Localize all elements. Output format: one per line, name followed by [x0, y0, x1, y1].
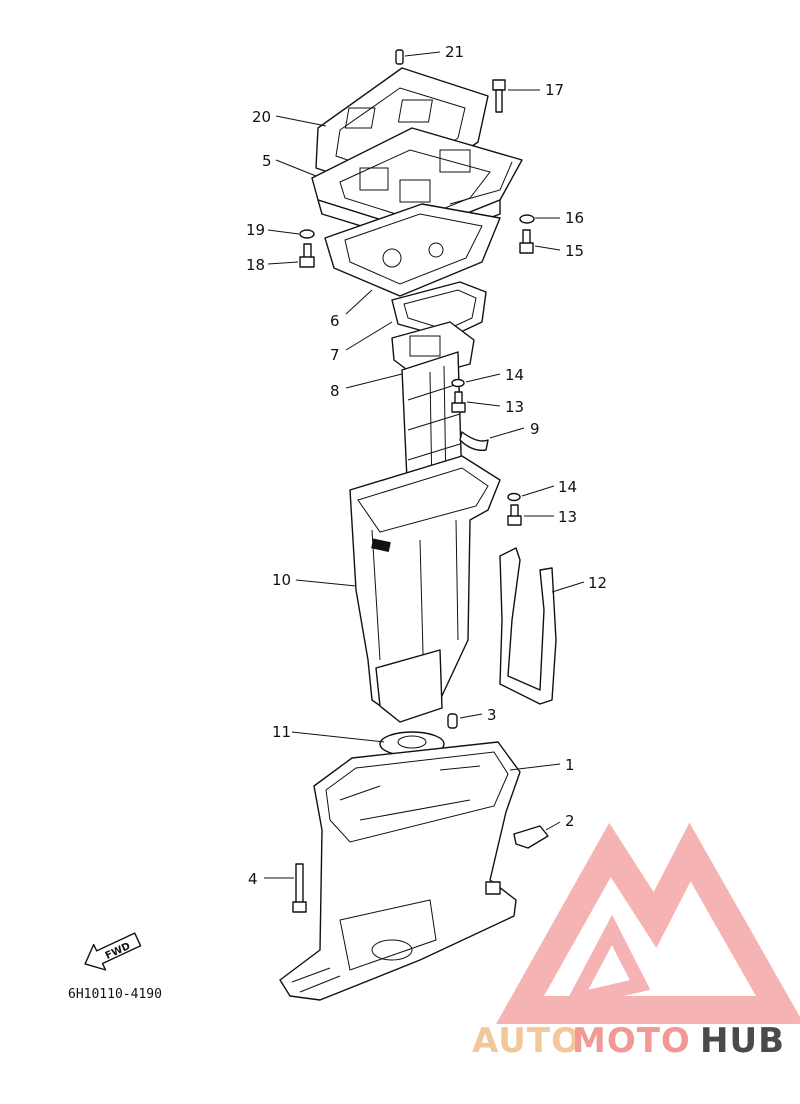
part-15-bolt [519, 229, 534, 254]
part-6-gasket [324, 203, 501, 297]
leader-lines [264, 51, 585, 879]
part-14-washer-lower [507, 492, 521, 502]
callout-14-upper: 14 [505, 366, 524, 384]
part-9-clip [459, 431, 489, 451]
callout-13-upper: 13 [505, 398, 524, 416]
part-3-dowel [447, 713, 458, 729]
part-14-washer-upper [451, 378, 465, 388]
callout-3: 3 [487, 706, 497, 724]
callout-20: 20 [252, 108, 271, 126]
watermark-word-part2: MOTO [572, 1021, 691, 1061]
part-2-cap [513, 825, 549, 849]
callout-labels: 21 17 20 5 16 19 15 18 6 7 8 14 13 9 14 … [246, 43, 607, 888]
watermark-wordmark: AUTO MOTO HUB [472, 1021, 785, 1061]
part-13-bolt-lower [507, 504, 522, 526]
callout-19: 19 [246, 221, 265, 239]
diagram-code: 6H10110-4190 [68, 987, 162, 1002]
callout-9: 9 [530, 420, 540, 438]
watermark-word-part3: HUB [700, 1021, 785, 1061]
callout-1: 1 [565, 756, 575, 774]
callout-5: 5 [262, 152, 272, 170]
callout-10: 10 [272, 571, 291, 589]
part-16-washer [519, 214, 535, 224]
callout-15: 15 [565, 242, 584, 260]
part-12-gasket [499, 547, 557, 705]
callout-6: 6 [330, 312, 340, 330]
callout-17: 17 [545, 81, 564, 99]
part-7-gasket [391, 281, 487, 339]
part-1-upper-casing [279, 741, 521, 1001]
callout-16: 16 [565, 209, 584, 227]
callout-21: 21 [445, 43, 464, 61]
part-17-bolt [492, 79, 506, 113]
part-19-washer [299, 229, 315, 239]
part-18-bolt [299, 243, 315, 268]
part-13-bolt-upper [451, 391, 466, 413]
callout-8: 8 [330, 382, 340, 400]
callout-12: 12 [588, 574, 607, 592]
part-4-bolt [292, 863, 307, 913]
callout-7: 7 [330, 346, 340, 364]
callout-11: 11 [272, 723, 291, 741]
part-10-muffler [349, 455, 501, 723]
callout-18: 18 [246, 256, 265, 274]
callout-4: 4 [248, 870, 258, 888]
watermark-logo [496, 822, 800, 1024]
callout-13-lower: 13 [558, 508, 577, 526]
callout-2: 2 [565, 812, 575, 830]
part-21-dowel [395, 49, 404, 65]
callout-14-lower: 14 [558, 478, 577, 496]
watermark-word-part1: AUTO [472, 1021, 581, 1061]
fwd-arrow-icon: FWD [84, 932, 142, 971]
